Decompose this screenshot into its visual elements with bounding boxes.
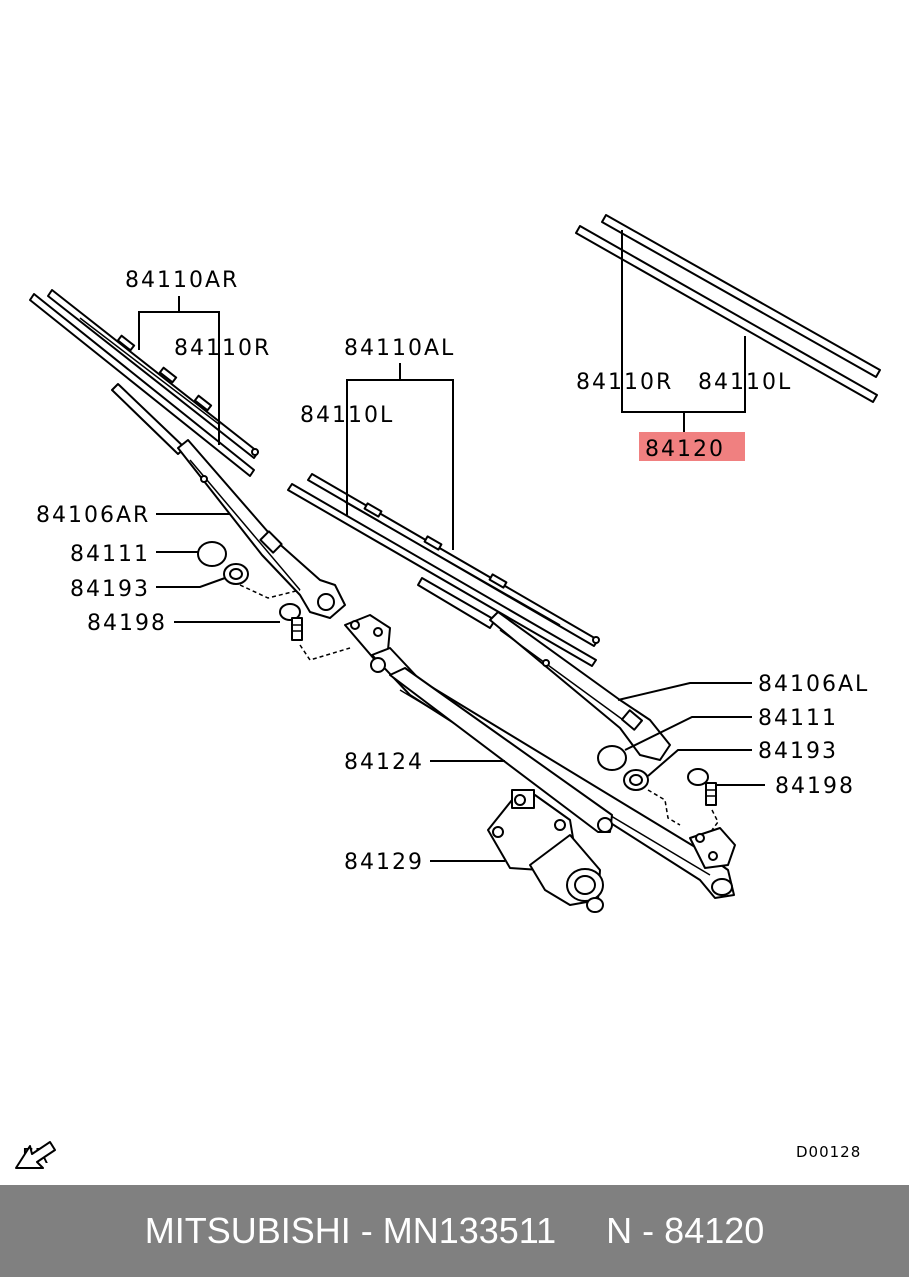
wiper-blade-rh[interactable]: [29, 289, 259, 477]
diagram-code: D00128: [796, 1143, 861, 1161]
wiper-arm-lh[interactable]: [417, 577, 671, 761]
front-direction-indicator: FR: [15, 1141, 56, 1169]
label-84198-rh[interactable]: 84198: [87, 611, 167, 636]
label-84111-rh[interactable]: 84111: [70, 542, 150, 567]
wiper-arm-rh[interactable]: [111, 383, 346, 619]
stud-rh[interactable]: [279, 603, 303, 641]
footer-bar: MITSUBISHI - MN133511 N - 84120: [0, 1185, 909, 1277]
label-84198-lh[interactable]: 84198: [775, 774, 855, 799]
label-84106AL[interactable]: 84106AL: [758, 672, 869, 697]
wiper-linkage[interactable]: [344, 614, 736, 899]
nut-lh[interactable]: [623, 769, 649, 791]
label-84106AR[interactable]: 84106AR: [36, 503, 150, 528]
cap-lh[interactable]: [597, 745, 627, 771]
label-84124[interactable]: 84124: [344, 750, 424, 775]
label-84110AR[interactable]: 84110AR: [125, 268, 239, 293]
highlight-box: [639, 432, 745, 461]
label-84193-lh[interactable]: 84193: [758, 739, 838, 764]
label-84110L-kit[interactable]: 84110L: [698, 370, 792, 395]
footer-part-info: MITSUBISHI - MN133511 N - 84120: [144, 1210, 765, 1251]
label-84110L-mid[interactable]: 84110L: [300, 403, 394, 428]
fr-arrow-icon: [15, 1141, 56, 1169]
label-84120[interactable]: 84120: [645, 437, 725, 462]
nut-rh[interactable]: [223, 563, 249, 585]
label-84129[interactable]: 84129: [344, 850, 424, 875]
cap-rh[interactable]: [197, 541, 227, 567]
stud-lh[interactable]: [687, 768, 717, 806]
label-84111-lh[interactable]: 84111: [758, 706, 838, 731]
label-84110AL[interactable]: 84110AL: [344, 336, 455, 361]
blade-rubber-pair[interactable]: [575, 214, 881, 403]
wiper-blade-lh[interactable]: [287, 473, 600, 667]
label-84110R-top[interactable]: 84110R: [174, 336, 271, 361]
leader-lines: [138, 230, 765, 862]
wiper-motor[interactable]: [487, 789, 604, 913]
wiper-parts-diagram: 84110AR 84110R 84110AL 84110L 84106AR 84…: [15, 214, 881, 1169]
label-84193-rh[interactable]: 84193: [70, 577, 150, 602]
label-84110R-kit[interactable]: 84110R: [576, 370, 673, 395]
